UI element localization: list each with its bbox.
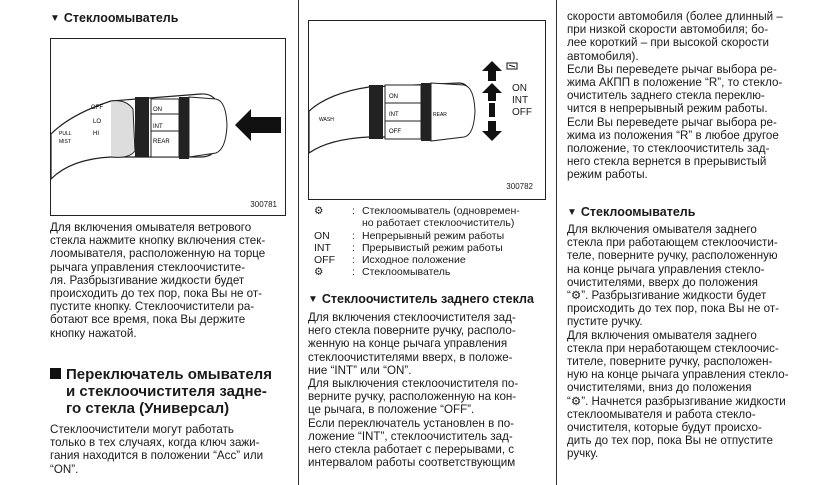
svg-text:REAR: REAR	[433, 112, 447, 118]
legend-row: ⚙:Стеклоомыватель (одновремен-	[314, 205, 520, 217]
svg-text:WASH: WASH	[319, 117, 334, 123]
triangle-marker-icon: ▼	[50, 13, 60, 24]
svg-text:OFF: OFF	[389, 129, 401, 135]
rear-wiper-instructions: Для включения стеклоочистителя зад-него …	[308, 311, 519, 470]
svg-text:LO: LO	[93, 119, 101, 125]
svg-text:INT: INT	[389, 112, 399, 118]
legend-row: INT:Прерывистый режим работы	[314, 241, 503, 254]
svg-text:HI: HI	[93, 131, 99, 137]
svg-text:ON: ON	[389, 94, 398, 100]
svg-text:OFF: OFF	[91, 105, 103, 111]
subheading-windshield-washer: ▼Стеклоомыватель	[50, 11, 179, 25]
section-square-marker	[50, 368, 61, 379]
svg-text:ON: ON	[153, 107, 162, 113]
column-separator	[298, 0, 299, 485]
subheading-rear-washer: ▼Стеклоомыватель	[567, 205, 696, 219]
legend: ⚙:Стеклоомыватель (одновремен- но работа…	[314, 205, 548, 279]
lever-illustration: OFF LO HI ON INT REAR PULL MIST	[50, 93, 281, 181]
subheading-rear-wiper: ▼Стеклоочиститель заднего стекла	[308, 292, 534, 306]
svg-text:MIST: MIST	[59, 139, 71, 145]
svg-text:INT: INT	[153, 124, 163, 130]
rear-lever-illustration: ON INT OFF REAR WASH	[308, 61, 518, 155]
legend-row: OFF:Исходное положение	[314, 254, 466, 267]
legend-row: но работает стеклоочиститель)	[362, 217, 515, 230]
svg-text:PULL: PULL	[59, 131, 72, 137]
triangle-marker-icon: ▼	[567, 207, 577, 218]
rear-wiper-continued: скорости автомобиля (более длинный –при …	[567, 10, 783, 182]
figure-rear-wiper-lever: ON INT OFF REAR WASH ON INT OFF 300782	[308, 20, 546, 200]
svg-text:REAR: REAR	[153, 139, 170, 145]
figure-number: 300782	[506, 182, 533, 191]
triangle-marker-icon: ▼	[308, 294, 318, 305]
legend-row: ⚙:Стеклоомыватель	[314, 266, 451, 279]
washer-icon: ⚙	[314, 266, 324, 279]
figure-washer-lever: OFF LO HI ON INT REAR PULL MIST 300781	[50, 38, 286, 216]
position-labels: ON INT OFF	[512, 83, 532, 118]
column-separator	[556, 0, 557, 485]
figure-number: 300781	[250, 200, 277, 209]
legend-row: ON:Непрерывный режим работы	[314, 229, 505, 242]
washer-icon: ⚙	[314, 205, 324, 217]
